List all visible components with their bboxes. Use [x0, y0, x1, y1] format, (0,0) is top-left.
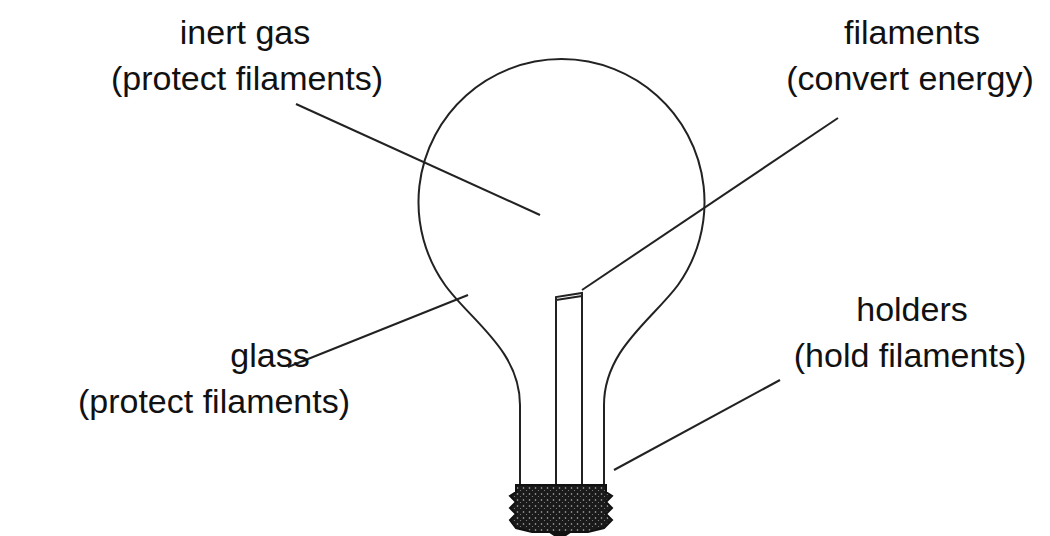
part-label: filaments [844, 12, 980, 52]
part-label: inert gas [180, 12, 310, 52]
leader-line [614, 380, 780, 470]
part-label: glass [230, 335, 309, 375]
screw-base [510, 485, 612, 532]
leader-line [582, 118, 838, 290]
function-label: (hold filaments) [794, 335, 1026, 375]
function-label: (convert energy) [786, 58, 1034, 98]
glass-envelope [418, 59, 704, 487]
part-label: holders [856, 289, 968, 329]
leader-line [288, 295, 468, 367]
base-contact [548, 532, 572, 536]
function-label: (protect filaments) [78, 381, 350, 421]
leader-line [296, 104, 540, 215]
function-label: (protect filaments) [111, 58, 383, 98]
filament-stem [556, 293, 582, 487]
